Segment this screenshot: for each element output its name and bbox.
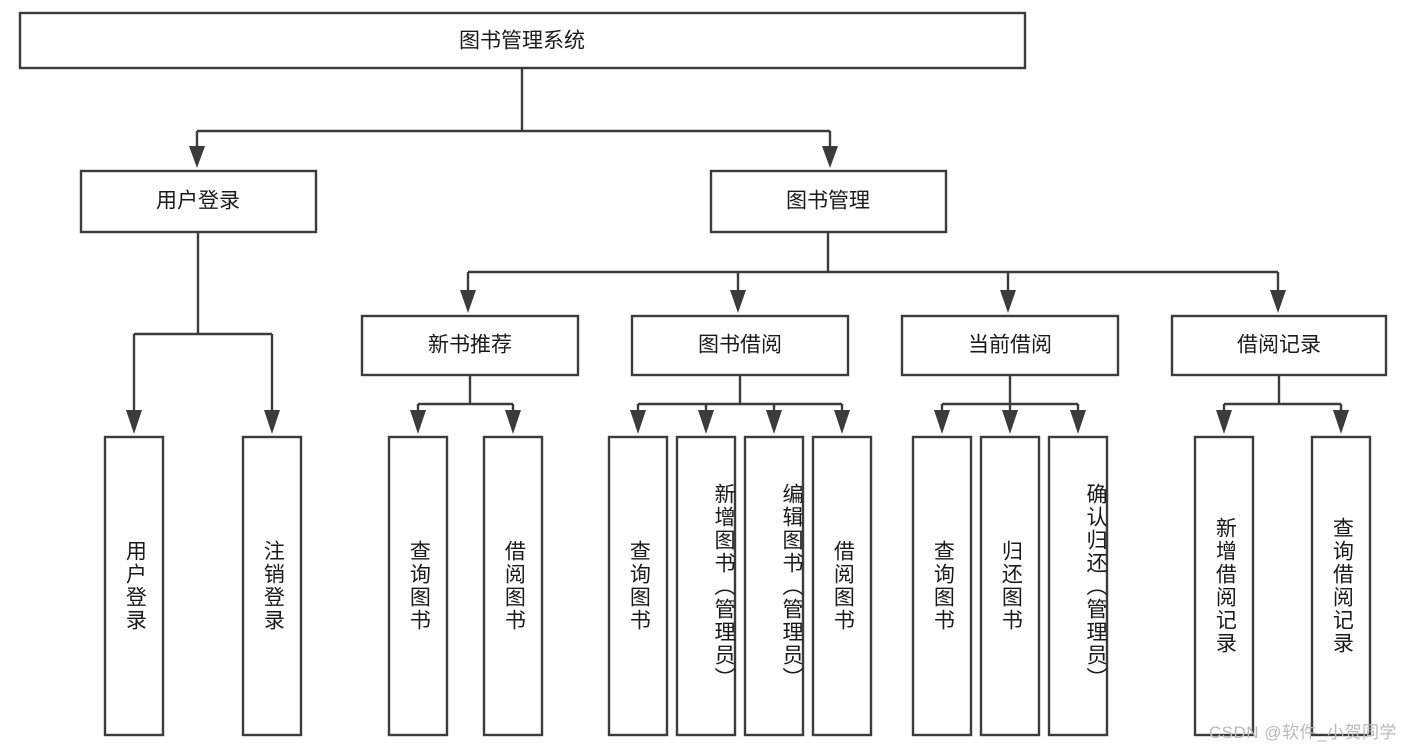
- arrowhead-nb-1: [410, 410, 426, 434]
- arrowhead-nb-2: [505, 410, 521, 434]
- leaf-node-br-query-record[interactable]: [1310, 435, 1372, 737]
- current-borrow-box-label: 当前借阅: [968, 334, 1052, 357]
- leaf-logout-shape: [241, 435, 303, 737]
- connector-root-to-level2: [189, 68, 838, 168]
- connector-borrow-record-to-leaves: [1216, 375, 1349, 434]
- arrowhead-br-1: [1216, 410, 1232, 434]
- user-login-box-label: 用户登录: [156, 190, 240, 213]
- leaf-node-cb-return-book[interactable]: [979, 435, 1041, 737]
- book-borrow-box-label: 图书借阅: [698, 334, 782, 357]
- arrowhead-bb-4: [834, 410, 850, 434]
- new-book-recommend-box-shape: [360, 314, 580, 377]
- arrowhead-bb-3: [766, 410, 782, 434]
- leaf-cb-query-book-shape: [911, 435, 973, 737]
- leaf-bb-add-book-shape: [675, 435, 737, 737]
- leaf-node-cb-confirm-return[interactable]: [1047, 435, 1109, 737]
- arrowhead-br-2: [1333, 410, 1349, 434]
- arrowhead-new-book: [460, 290, 476, 313]
- arrowhead-book-borrow: [730, 290, 746, 313]
- node-user-login[interactable]: 用户登录: [79, 169, 318, 234]
- node-new-book-recommend[interactable]: 新书推荐: [360, 314, 580, 377]
- connector-user-login-to-leaves: [126, 232, 280, 434]
- book-manage-box-label: 图书管理: [786, 190, 870, 213]
- leaf-node-bb-edit-book[interactable]: [743, 435, 805, 737]
- arrowhead-leaf-logout: [264, 410, 280, 434]
- leaf-br-query-record-shape: [1310, 435, 1372, 737]
- connector-current-borrow-to-leaves: [934, 375, 1086, 434]
- leaf-node-br-add-record[interactable]: [1193, 435, 1255, 737]
- node-book-manage[interactable]: 图书管理: [709, 169, 948, 234]
- leaf-node-nb-borrow-book[interactable]: [482, 435, 544, 737]
- arrowhead-book-manage: [822, 146, 838, 168]
- arrowhead-borrow-record: [1270, 290, 1286, 313]
- borrow-record-box-label: 借阅记录: [1237, 334, 1321, 357]
- root-box-label: 图书管理系统: [459, 30, 585, 53]
- leaf-node-bb-query-book[interactable]: [607, 435, 669, 737]
- root-box-shape: [18, 11, 1027, 70]
- leaf-nb-query-book-shape: [387, 435, 449, 737]
- new-book-recommend-box-label: 新书推荐: [428, 334, 512, 357]
- leaf-bb-borrow-book-shape: [811, 435, 873, 737]
- book-borrow-box-shape: [630, 314, 850, 377]
- arrowhead-bb-2: [698, 410, 714, 434]
- borrow-record-box-shape: [1170, 314, 1388, 377]
- arrowhead-cb-3: [1070, 410, 1086, 434]
- arrowhead-current-borrow: [1000, 290, 1016, 313]
- leaf-br-add-record-shape: [1193, 435, 1255, 737]
- leaf-node-logout[interactable]: [241, 435, 303, 737]
- arrowhead-cb-1: [934, 410, 950, 434]
- node-current-borrow[interactable]: 当前借阅: [900, 314, 1120, 377]
- leaf-user-login-shape: [103, 435, 165, 737]
- node-root-system[interactable]: 图书管理系统: [18, 11, 1027, 70]
- current-borrow-box-shape: [900, 314, 1120, 377]
- leaf-cb-return-book-shape: [979, 435, 1041, 737]
- leaf-nb-borrow-book-shape: [482, 435, 544, 737]
- book-manage-box-shape: [709, 169, 948, 234]
- leaf-node-cb-query-book[interactable]: [911, 435, 973, 737]
- arrowhead-leaf-user-login: [126, 410, 142, 434]
- connector-new-book-to-leaves: [410, 375, 521, 434]
- connector-book-borrow-to-leaves: [630, 375, 850, 434]
- arrowhead-cb-2: [1002, 410, 1018, 434]
- connector-book-manage-to-level3: [460, 232, 1286, 313]
- arrowhead-user-login: [189, 146, 205, 168]
- leaf-node-user-login[interactable]: [103, 435, 165, 737]
- leaf-node-nb-query-book[interactable]: [387, 435, 449, 737]
- leaf-bb-edit-book-shape: [743, 435, 805, 737]
- node-borrow-record[interactable]: 借阅记录: [1170, 314, 1388, 377]
- leaf-node-bb-add-book[interactable]: [675, 435, 737, 737]
- leaf-cb-confirm-return-shape: [1047, 435, 1109, 737]
- leaf-bb-query-book-shape: [607, 435, 669, 737]
- arrowhead-bb-1: [630, 410, 646, 434]
- leaf-node-bb-borrow-book[interactable]: [811, 435, 873, 737]
- node-book-borrow[interactable]: 图书借阅: [630, 314, 850, 377]
- csdn-watermark: CSDN @软件_小贺同学: [1208, 723, 1397, 742]
